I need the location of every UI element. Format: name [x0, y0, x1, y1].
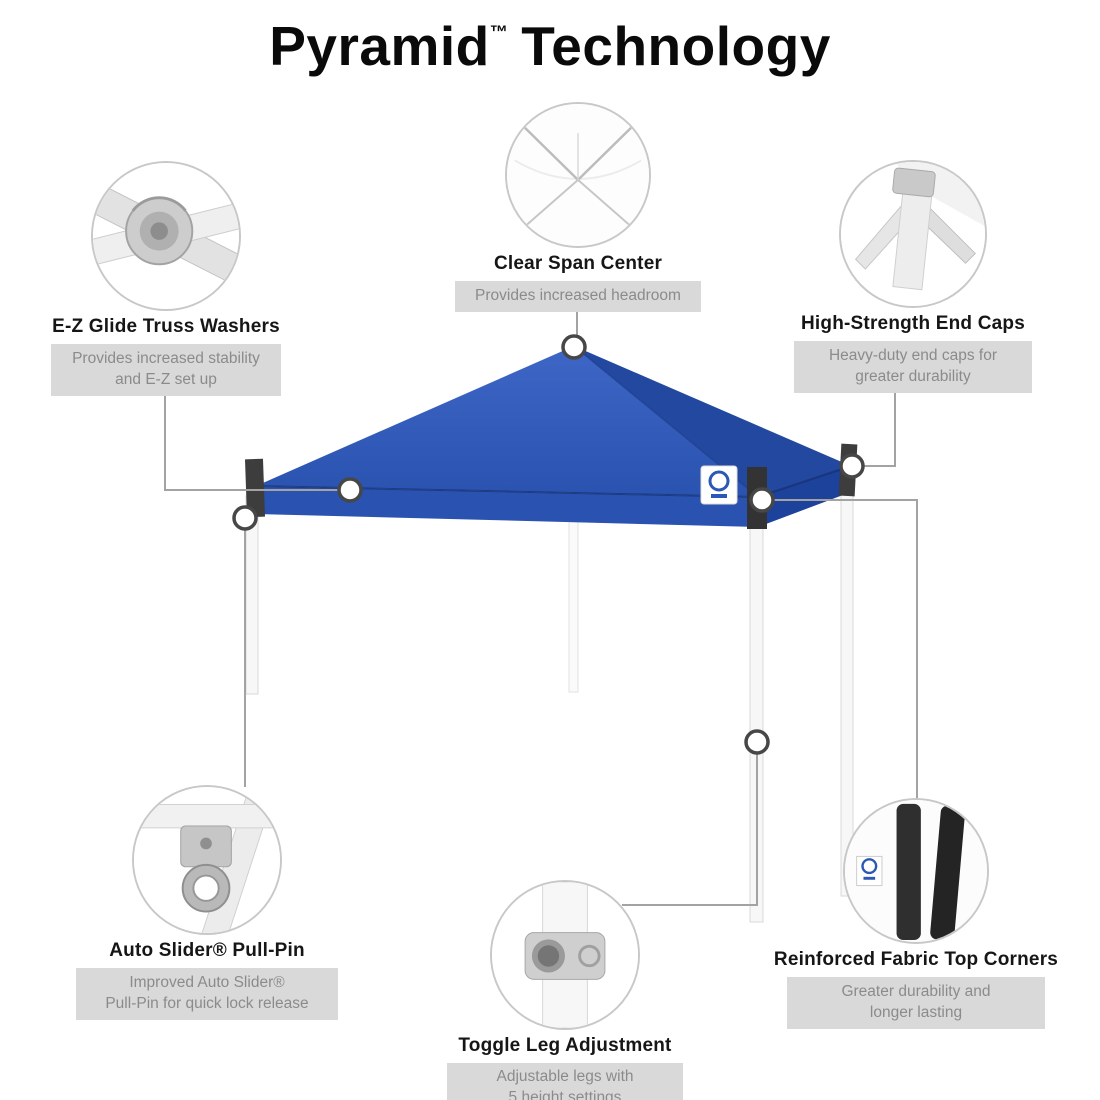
- toggle-leg-icon: [492, 882, 638, 1028]
- page-title: Pyramid™ Technology: [0, 16, 1100, 77]
- callout-anchor-dots: [232, 334, 865, 755]
- fabric-corner-straps-photo: [843, 798, 989, 944]
- fabric-corner-straps-icon: [845, 800, 987, 942]
- pull-pin-icon: [134, 787, 280, 933]
- tent-canopy: [244, 345, 858, 529]
- feature-title-clear-span: Clear Span Center: [493, 253, 663, 274]
- end-cap-icon: [841, 162, 985, 306]
- feature-desc-truss-washers: Provides increased stability and E-Z set…: [51, 344, 281, 396]
- feature-ez-glide-truss-washers: E-Z Glide Truss Washers Provides increas…: [36, 161, 296, 396]
- title-brand: Pyramid: [269, 15, 490, 77]
- toggle-leg-photo: [490, 880, 640, 1030]
- feature-auto-slider-pull-pin: Auto Slider® Pull-Pin Improved Auto Slid…: [67, 785, 347, 1020]
- corner-strap-left: [244, 458, 266, 518]
- feature-clear-span-center: Clear Span Center Provides increased hea…: [448, 102, 708, 313]
- callout-connector-lines: [164, 311, 918, 906]
- feature-title-pull-pin: Auto Slider® Pull-Pin: [109, 940, 305, 961]
- ezup-logo-patch: [700, 465, 738, 505]
- feature-title-truss-washers: E-Z Glide Truss Washers: [52, 316, 280, 337]
- feature-title-toggle-leg: Toggle Leg Adjustment: [458, 1035, 672, 1056]
- clear-span-center-icon: [507, 104, 649, 246]
- title-rest: Technology: [521, 15, 831, 77]
- canopy-underside-photo: [505, 102, 651, 248]
- pull-pin-photo: [132, 785, 282, 935]
- feature-reinforced-fabric-top-corners: Reinforced Fabric Top Corners Greater du…: [756, 798, 1076, 1029]
- feature-desc-clear-span: Provides increased headroom: [455, 281, 701, 313]
- feature-high-strength-end-caps: High-Strength End Caps Heavy-duty end ca…: [773, 160, 1053, 393]
- feature-desc-fabric-corners: Greater durability and longer lasting: [787, 977, 1045, 1029]
- feature-desc-toggle-leg: Adjustable legs with 5 height settings: [447, 1063, 683, 1100]
- feature-toggle-leg-adjustment: Toggle Leg Adjustment Adjustable legs wi…: [435, 880, 695, 1100]
- feature-desc-pull-pin: Improved Auto Slider® Pull-Pin for quick…: [76, 968, 338, 1020]
- truss-washer-photo: [91, 161, 241, 311]
- feature-desc-end-caps: Heavy-duty end caps for greater durabili…: [794, 341, 1032, 393]
- truss-washer-icon: [93, 163, 239, 309]
- title-trademark: ™: [489, 22, 509, 42]
- feature-title-end-caps: High-Strength End Caps: [801, 313, 1025, 334]
- end-cap-photo: [839, 160, 987, 308]
- feature-title-fabric-corners: Reinforced Fabric Top Corners: [773, 949, 1059, 970]
